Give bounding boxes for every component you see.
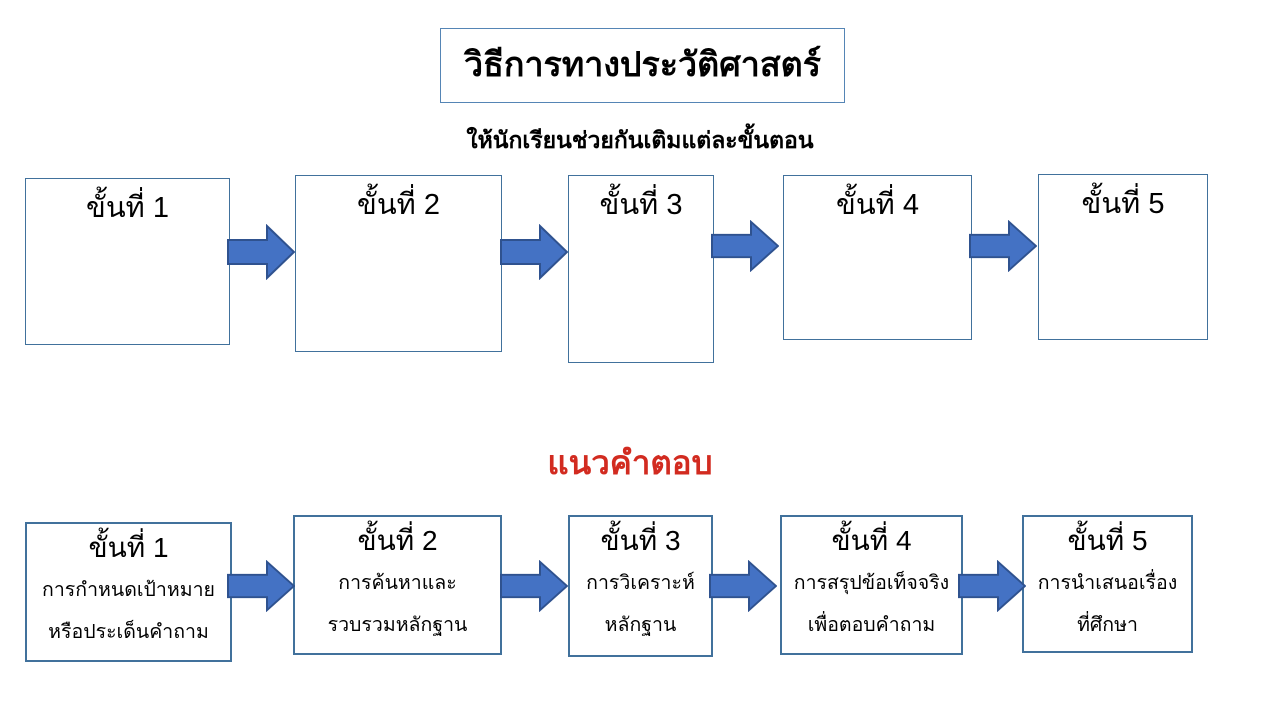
exercise-step-box-5: ขั้นที่ 5 bbox=[1038, 174, 1208, 340]
right-block-arrow-icon bbox=[709, 560, 777, 612]
step-description-line: ที่ศึกษา bbox=[1077, 614, 1138, 637]
step-description-line: การกำหนดเป้าหมาย bbox=[42, 579, 215, 602]
step-description-line: การวิเคราะห์ bbox=[586, 572, 695, 595]
right-block-arrow-icon bbox=[969, 220, 1037, 272]
answer-key-heading: แนวคำตอบ bbox=[547, 444, 713, 481]
step-label: ขั้นที่ 2 bbox=[357, 525, 438, 556]
step-label: ขั้นที่ 4 bbox=[831, 525, 912, 556]
answer-step-box-1: ขั้นที่ 1 การกำหนดเป้าหมาย หรือประเด็นคำ… bbox=[25, 522, 232, 662]
right-block-arrow-icon bbox=[227, 560, 295, 612]
step-label: ขั้นที่ 2 bbox=[357, 189, 440, 221]
exercise-step-box-4: ขั้นที่ 4 bbox=[783, 175, 972, 340]
step-description-line: เพื่อตอบคำถาม bbox=[807, 614, 936, 637]
answer-step-box-2: ขั้นที่ 2 การค้นหาและ รวบรวมหลักฐาน bbox=[293, 515, 502, 655]
exercise-step-box-2: ขั้นที่ 2 bbox=[295, 175, 502, 352]
step-description-line: การสรุปข้อเท็จจริง bbox=[793, 572, 950, 595]
page-title: วิธีการทางประวัติศาสตร์ bbox=[464, 46, 821, 85]
step-label: ขั้นที่ 3 bbox=[599, 189, 683, 221]
right-block-arrow-icon bbox=[958, 560, 1026, 612]
step-description-line: หลักฐาน bbox=[604, 614, 677, 637]
title-box: วิธีการทางประวัติศาสตร์ bbox=[440, 28, 845, 103]
step-label: ขั้นที่ 1 bbox=[86, 192, 169, 224]
step-description-line: หรือประเด็นคำถาม bbox=[48, 621, 209, 644]
right-block-arrow-icon bbox=[711, 220, 779, 272]
step-label: ขั้นที่ 4 bbox=[836, 189, 919, 221]
step-description-line: รวบรวมหลักฐาน bbox=[327, 614, 468, 637]
answer-step-box-3: ขั้นที่ 3 การวิเคราะห์ หลักฐาน bbox=[568, 515, 713, 657]
step-description-line: การค้นหาและ bbox=[338, 572, 457, 595]
right-block-arrow-icon bbox=[227, 224, 295, 280]
right-block-arrow-icon bbox=[500, 560, 568, 612]
right-block-arrow-icon bbox=[500, 224, 568, 280]
exercise-step-box-1: ขั้นที่ 1 bbox=[25, 178, 230, 345]
exercise-step-box-3: ขั้นที่ 3 bbox=[568, 175, 714, 363]
answer-step-box-5: ขั้นที่ 5 การนำเสนอเรื่อง ที่ศึกษา bbox=[1022, 515, 1193, 653]
step-label: ขั้นที่ 5 bbox=[1067, 525, 1148, 556]
answer-step-box-4: ขั้นที่ 4 การสรุปข้อเท็จจริง เพื่อตอบคำถ… bbox=[780, 515, 963, 655]
step-label: ขั้นที่ 3 bbox=[600, 525, 681, 556]
step-label: ขั้นที่ 1 bbox=[88, 532, 169, 563]
step-description-line: การนำเสนอเรื่อง bbox=[1037, 572, 1178, 595]
step-label: ขั้นที่ 5 bbox=[1081, 188, 1165, 220]
instruction-text: ให้นักเรียนช่วยกันเติมแต่ละขั้นตอน bbox=[466, 127, 814, 153]
